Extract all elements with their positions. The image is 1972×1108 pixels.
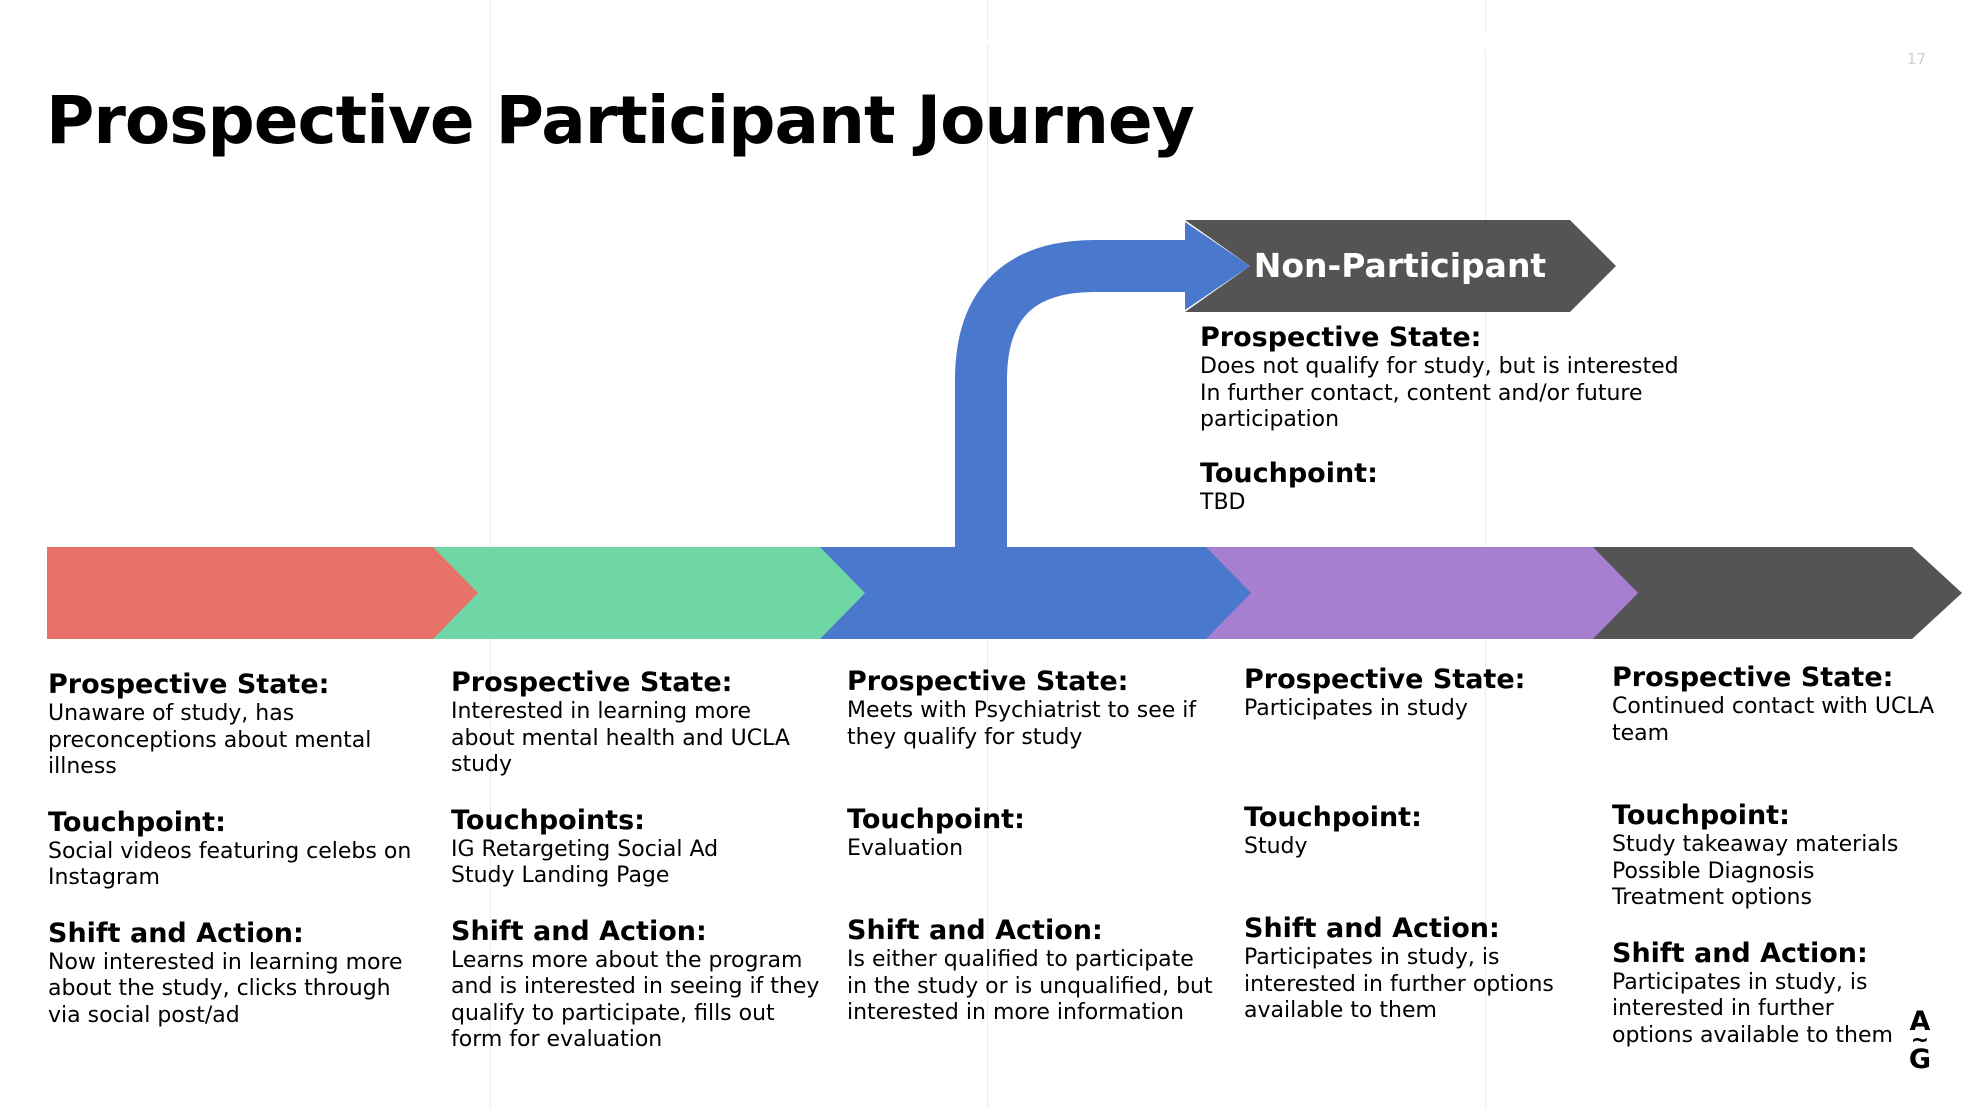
ongoing-label: Ongoing (1692, 24, 1868, 67)
shift-text: Now interested in learning more about th… (48, 949, 403, 1028)
touchpoint-heading: Touchpoint: (48, 806, 226, 838)
non-participant-label: Non-Participant (1253, 246, 1547, 285)
education-details: Prospective State: Interested in learnin… (451, 667, 821, 1054)
participation-label: Participation (1296, 24, 1564, 67)
shift-text: Participates in study, is interested in … (1244, 945, 1554, 1023)
participation-details: Prospective State: Participates in study… (1244, 664, 1614, 1025)
shift-text: Is either qualified to participate in th… (847, 947, 1213, 1025)
awareness-label: Awareness (136, 24, 364, 67)
touchpoint-text: IG Retargeting Social Ad Study Landing P… (451, 836, 719, 889)
logo-letter-a: A (1909, 1006, 1931, 1037)
participation-chevron (1206, 547, 1640, 639)
ongoing-chevron (1593, 547, 1962, 639)
ag-logo: A ~ G (1905, 1006, 1935, 1075)
shift-text: Participates in study, is interested in … (1612, 969, 1893, 1048)
conversion-chevron (820, 547, 1253, 639)
ongoing-details: Prospective State: Continued contact wit… (1612, 662, 1952, 1049)
shift-heading: Shift and Action: (847, 915, 1103, 946)
shift-heading: Shift and Action: (451, 915, 707, 947)
touchpoint-text: TBD (1200, 489, 1246, 515)
touchpoint-text: Study takeaway materials Possible Diagno… (1612, 832, 1899, 910)
state-heading: Prospective State: (1612, 662, 1894, 693)
awareness-details: Prospective State: Unaware of study, has… (48, 669, 418, 1029)
touchpoint-heading: Touchpoint: (847, 804, 1025, 835)
touchpoint-heading: Touchpoint: (1612, 800, 1790, 831)
shift-heading: Shift and Action: (48, 917, 304, 949)
state-heading: Prospective State: (1200, 322, 1482, 353)
page-title: Prospective Participant Journey (46, 82, 1195, 159)
state-heading: Prospective State: (1244, 664, 1526, 695)
logo-wave: ~ (1910, 1028, 1930, 1053)
conversion-label: Conversion (923, 24, 1157, 67)
state-heading: Prospective State: (451, 667, 733, 698)
non-participant-chevron-shape (1185, 220, 1616, 312)
state-text: Continued contact with UCLA team (1612, 694, 1935, 746)
shift-heading: Shift and Action: (1612, 937, 1868, 969)
touchpoint-text: Evaluation (847, 836, 964, 861)
touchpoint-text: Social videos featuring celebs on Instag… (48, 838, 412, 891)
shift-text: Learns more about the program and is int… (451, 947, 820, 1053)
logo-letter-g: G (1908, 1044, 1932, 1075)
awareness-chevron (47, 547, 480, 639)
touchpoint-heading: Touchpoint: (1200, 457, 1378, 489)
shift-heading: Shift and Action: (1244, 913, 1500, 944)
education-chevron (433, 547, 867, 639)
page-number: 17 (1907, 50, 1927, 68)
touchpoint-heading: Touchpoints: (451, 804, 645, 836)
state-text: Meets with Psychiatrist to see if they q… (847, 698, 1197, 750)
state-text: Interested in learning more about mental… (451, 699, 790, 777)
state-text: Participates in study (1244, 696, 1468, 721)
non-participant-details: Prospective State: Does not qualify for … (1200, 322, 1700, 516)
touchpoint-text: Study (1244, 834, 1308, 859)
state-text: Does not qualify for study, but is inter… (1200, 354, 1679, 432)
touchpoint-heading: Touchpoint: (1244, 802, 1422, 833)
state-heading: Prospective State: (847, 666, 1129, 697)
education-label: Education (551, 24, 759, 67)
state-heading: Prospective State: (48, 669, 330, 700)
conversion-details: Prospective State: Meets with Psychiatri… (847, 666, 1217, 1027)
state-text: Unaware of study, has preconceptions abo… (48, 701, 372, 779)
